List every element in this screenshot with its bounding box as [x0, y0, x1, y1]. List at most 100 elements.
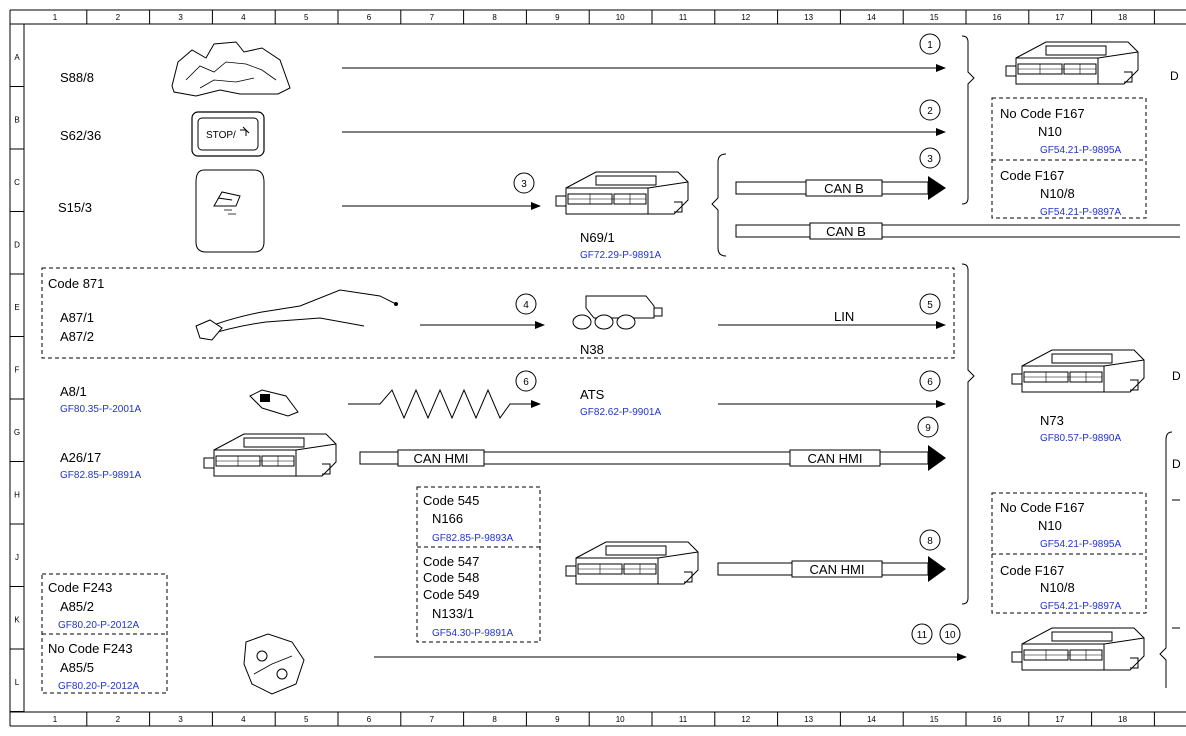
grid-col-label: 2 — [116, 13, 121, 22]
grid-col-label: 1 — [53, 715, 58, 724]
grid-col-label: 15 — [930, 13, 939, 22]
ref-a8-1[interactable]: GF80.35-P-2001A — [60, 404, 141, 415]
signal-5-number: 5 — [927, 300, 933, 311]
label-no-code-f243: No Code F243 — [48, 641, 133, 656]
ref-a26-17[interactable]: GF82.85-P-9891A — [60, 470, 141, 481]
signal-11-number: 11 — [917, 630, 928, 641]
ref-n133-1[interactable]: GF54.30-P-9891A — [432, 628, 513, 639]
grid-row-label: F — [15, 366, 20, 375]
signal-3b-circle — [919, 147, 941, 169]
signal-3b-number: 3 — [927, 154, 933, 165]
grid-col-label: 1 — [53, 13, 58, 22]
a26-17-module-icon — [203, 433, 337, 477]
tailgate-switch-icon — [195, 169, 265, 253]
lower-n10: N10 — [1038, 518, 1062, 533]
box-code-545-549 — [416, 486, 541, 643]
label-s15-3: S15/3 — [58, 200, 92, 215]
grid-col-label: 15 — [930, 715, 939, 724]
signal-8-number: 8 — [927, 536, 933, 547]
ref-ats[interactable]: GF82.62-P-9901A — [580, 407, 661, 418]
grid-row-label: D — [14, 241, 20, 250]
grid-col-label: 6 — [367, 715, 372, 724]
grid-col-label: 7 — [430, 13, 435, 22]
ref-n166[interactable]: GF82.85-P-9893A — [432, 533, 513, 544]
can-hmi-right-label: CAN HMI — [808, 451, 863, 466]
grid-row-label: J — [15, 553, 19, 562]
grid-col-label: 7 — [430, 715, 435, 724]
overhead-control-panel-icon — [171, 41, 291, 97]
top-n10-8: N10/8 — [1040, 186, 1075, 201]
can-hmi-bus-main: CAN HMI CAN HMI — [359, 445, 946, 471]
label-code-f243: Code F243 — [48, 580, 112, 595]
n166-module-icon — [565, 541, 699, 585]
grid-col-label: 17 — [1055, 13, 1064, 22]
grid-col-label: 3 — [178, 715, 183, 724]
grid-col-label: 17 — [1055, 715, 1064, 724]
can-b-bus-2: CAN B — [735, 222, 1180, 240]
signal-9-circle — [917, 416, 939, 438]
n10-module-icon-top — [1005, 41, 1139, 85]
ref-n69-1[interactable]: GF72.29-P-9891A — [580, 250, 661, 261]
grid-row-label: H — [14, 491, 20, 500]
brace-middle-right — [961, 263, 975, 605]
label-a85-2: A85/2 — [60, 599, 94, 614]
brace-lower-right — [1159, 431, 1173, 688]
lower-n10-8-ref[interactable]: GF54.21-P-9897A — [1040, 601, 1121, 612]
lower-no-code-f167: No Code F167 — [1000, 500, 1085, 515]
grid-row-label: C — [14, 178, 20, 187]
label-code-547: Code 547 — [423, 554, 479, 569]
brace-top-right — [961, 35, 975, 205]
signal-2-circle — [919, 99, 941, 121]
label-s62-36: S62/36 — [60, 128, 101, 143]
ref-a85-2[interactable]: GF80.20-P-2012A — [58, 620, 139, 631]
label-n69-1: N69/1 — [580, 230, 615, 245]
grid-col-label: 12 — [741, 13, 750, 22]
signal-1-number: 1 — [927, 40, 933, 51]
can-hmi-lower-label: CAN HMI — [810, 562, 865, 577]
top-n10-ref[interactable]: GF54.21-P-9895A — [1040, 145, 1121, 156]
remote-key-icon — [249, 389, 299, 417]
grid-col-label: 9 — [555, 13, 560, 22]
frame — [9, 9, 1186, 727]
can-hmi-left-label: CAN HMI — [414, 451, 469, 466]
signal-10-number: 10 — [944, 630, 956, 641]
bottom-right-module-icon — [1011, 627, 1145, 671]
label-code-548: Code 548 — [423, 570, 479, 585]
can-hmi-bus-lower: CAN HMI — [717, 556, 946, 582]
label-a26-17: A26/17 — [60, 450, 101, 465]
top-code-f167: Code F167 — [1000, 168, 1064, 183]
label-a8-1: A8/1 — [60, 384, 87, 399]
grid-col-label: 8 — [492, 13, 497, 22]
signal-2-number: 2 — [927, 106, 933, 117]
label-s88-8: S88/8 — [60, 70, 94, 85]
grid-col-label: 13 — [804, 13, 813, 22]
ref-n73[interactable]: GF80.57-P-9890A — [1040, 433, 1121, 444]
n73-module-icon — [1011, 349, 1145, 393]
signal-6a-number: 6 — [523, 377, 529, 388]
label-a87-2: A87/2 — [60, 329, 94, 344]
grid-col-label: 14 — [867, 13, 876, 22]
label-code-549: Code 549 — [423, 587, 479, 602]
grid-col-label: 2 — [116, 715, 121, 724]
n38-sensor-icon — [572, 295, 663, 330]
grid-col-label: 13 — [804, 715, 813, 724]
grid-col-label: 14 — [867, 715, 876, 724]
antenna-cable-icon — [195, 289, 398, 341]
grid-row-label: K — [14, 616, 20, 625]
label-n38: N38 — [580, 342, 604, 357]
label-n133-1: N133/1 — [432, 606, 474, 621]
top-n10-8-ref[interactable]: GF54.21-P-9897A — [1040, 207, 1121, 218]
grid-col-label: 11 — [679, 13, 688, 22]
can-b-bus-1: CAN B — [735, 176, 946, 200]
n69-1-module-icon — [555, 171, 689, 215]
grid-col-label: 16 — [993, 13, 1002, 22]
signal-11-circle — [911, 623, 933, 645]
signal-4-number: 4 — [523, 300, 529, 311]
grid-row-label: E — [14, 303, 19, 312]
grid-row-label: B — [14, 116, 19, 125]
lower-n10-ref[interactable]: GF54.21-P-9895A — [1040, 539, 1121, 550]
label-n73: N73 — [1040, 413, 1064, 428]
signal-4-circle — [515, 293, 537, 315]
ref-a85-5[interactable]: GF80.20-P-2012A — [58, 681, 139, 692]
